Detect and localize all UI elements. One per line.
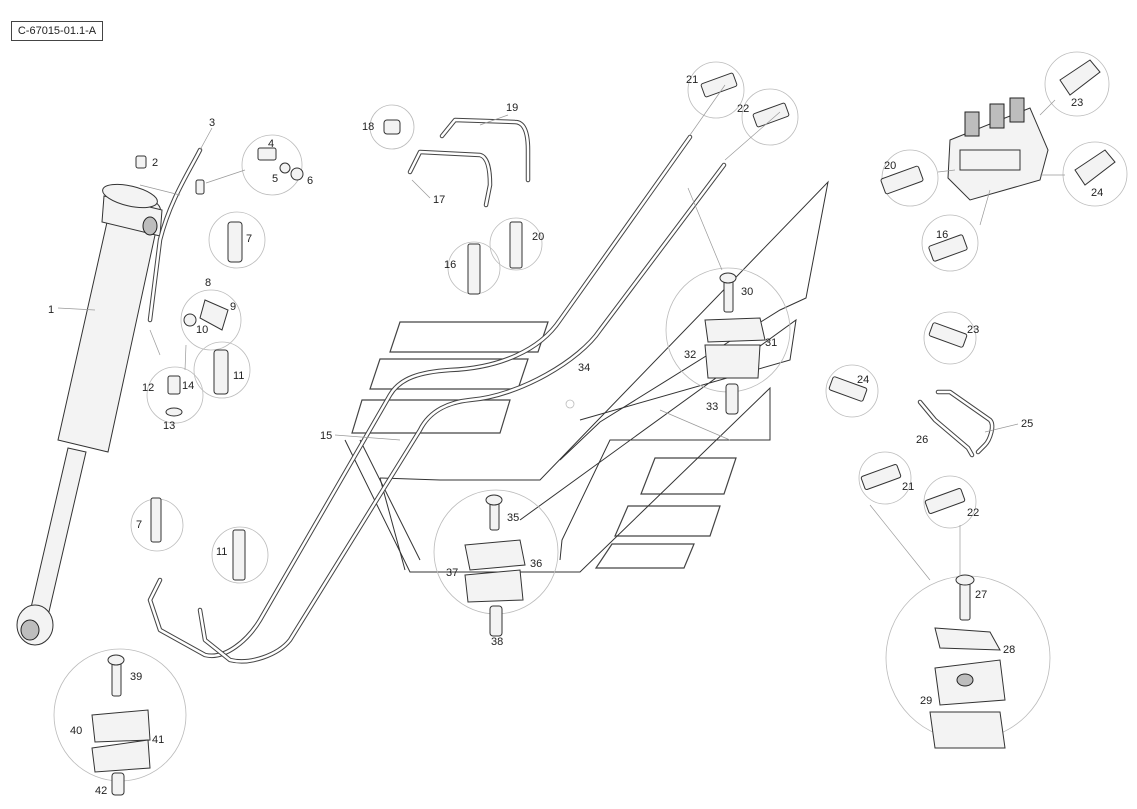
callout-26: 26: [916, 434, 928, 446]
callout-8: 8: [205, 277, 211, 289]
callout-15: 15: [320, 430, 332, 442]
upper-pipes: [369, 104, 543, 295]
callout-21a: 21: [686, 74, 698, 86]
callout-32: 32: [684, 349, 696, 361]
right-fittings: [825, 311, 995, 529]
callout-24b: 24: [857, 374, 869, 386]
callout-35: 35: [507, 512, 519, 524]
callout-1: 1: [48, 304, 54, 316]
callout-21b: 21: [902, 481, 914, 493]
callout-23a: 23: [1071, 97, 1083, 109]
callout-28: 28: [1003, 644, 1015, 656]
callout-2: 2: [152, 157, 158, 169]
callout-6: 6: [307, 175, 313, 187]
callout-10: 10: [196, 324, 208, 336]
control-valve: [880, 51, 1128, 272]
callout-11b: 11: [216, 546, 227, 558]
callout-9: 9: [230, 301, 236, 313]
callout-7b: 7: [136, 519, 142, 531]
callout-41: 41: [152, 734, 164, 746]
top-fittings: [687, 61, 799, 146]
reference-code: C-67015-01.1-A: [11, 21, 103, 41]
clamp-group-right: [885, 574, 1051, 749]
hydraulic-cylinder: [16, 183, 163, 646]
callout-20a: 20: [532, 231, 544, 243]
leader-lines: [57, 84, 1065, 581]
clamp-group-left: [53, 648, 187, 796]
callout-13: 13: [163, 420, 175, 432]
callout-36: 36: [530, 558, 542, 570]
callout-30: 30: [741, 286, 753, 298]
callout-22b: 22: [967, 507, 979, 519]
callout-38: 38: [491, 636, 503, 648]
callout-7a: 7: [246, 233, 252, 245]
callout-25: 25: [1021, 418, 1033, 430]
callout-16a: 16: [444, 259, 456, 271]
left-fittings: [130, 134, 304, 584]
callout-14: 14: [182, 380, 194, 392]
callout-17: 17: [433, 194, 445, 206]
callout-27: 27: [975, 589, 987, 601]
hydraulic-pipes: [147, 134, 727, 664]
callout-22a: 22: [737, 103, 749, 115]
callout-37: 37: [446, 567, 458, 579]
callout-11a: 11: [233, 370, 244, 382]
callout-23b: 23: [967, 324, 979, 336]
callout-39: 39: [130, 671, 142, 683]
callout-20b: 20: [884, 160, 896, 172]
callout-3: 3: [209, 117, 215, 129]
callout-42: 42: [95, 785, 107, 797]
callout-12: 12: [142, 382, 154, 394]
clamp-group-center: [433, 489, 559, 637]
callout-19: 19: [506, 102, 518, 114]
callout-33: 33: [706, 401, 718, 413]
callout-29: 29: [920, 695, 932, 707]
callout-18: 18: [362, 121, 374, 133]
callout-40: 40: [70, 725, 82, 737]
callout-5: 5: [272, 173, 278, 185]
callout-31: 31: [765, 337, 777, 349]
callout-labels: 1 2 3 4 5 6 7 8 9 10 11 12 14 13 15 18 1…: [48, 74, 1103, 797]
callout-16b: 16: [936, 229, 948, 241]
callout-24a: 24: [1091, 187, 1103, 199]
callout-4: 4: [268, 138, 274, 150]
callout-34: 34: [578, 362, 590, 374]
clamp-group-top: [665, 267, 791, 415]
